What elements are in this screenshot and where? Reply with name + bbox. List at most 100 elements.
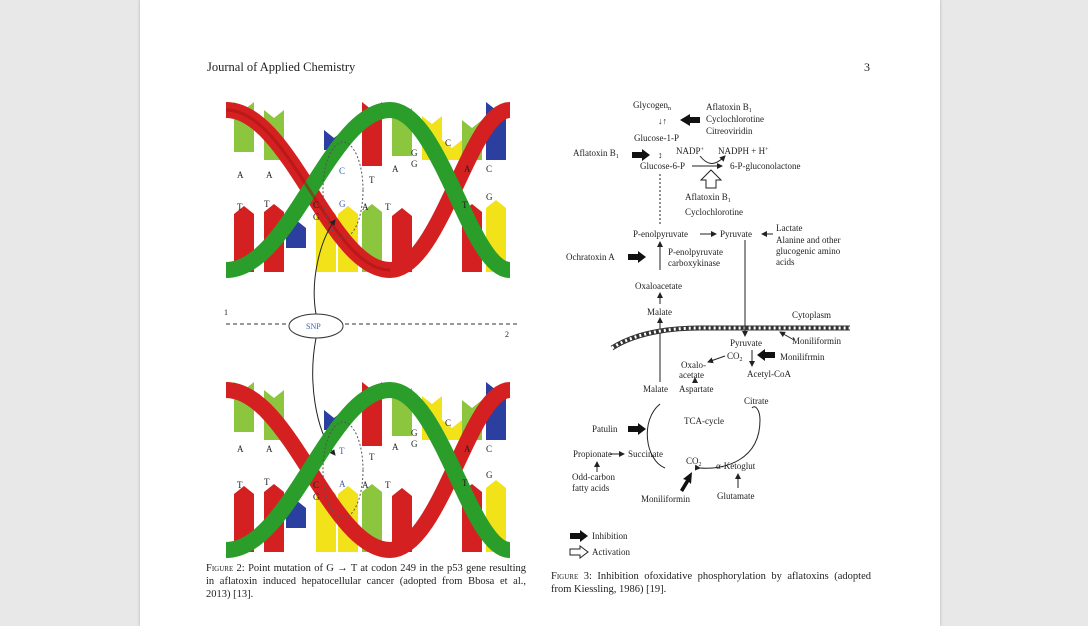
- label-moniliformin-top: Moniliformin: [792, 336, 841, 346]
- label-citrate: Citrate: [744, 396, 769, 406]
- figure-2-caption-text: Point mutation of G → T at codon 249 in …: [206, 563, 526, 600]
- label-ketoglut: α-Ketoglut: [716, 461, 756, 471]
- label-pepck-2: carboxykinase: [668, 258, 720, 268]
- top-base-lower-2: C: [313, 200, 319, 210]
- inhibition-arrow-6: [680, 472, 692, 492]
- label-co2-a: CO2: [727, 351, 743, 363]
- label-oddcarbon-2: fatty acids: [572, 483, 610, 493]
- top-base-lower-0: T: [237, 202, 243, 212]
- top-base-upper-4: A: [392, 164, 399, 174]
- label-oxalo-1: Oxalo-: [681, 360, 706, 370]
- bottom-base-upper-4: A: [392, 442, 399, 452]
- inhibition-arrow-3: [628, 251, 646, 263]
- inhibition-arrow-4: [757, 349, 775, 361]
- top-base-lower-7: T: [462, 200, 468, 210]
- label-propionate: Propionate: [573, 449, 612, 459]
- label-cyclochlorotine-top: Cyclochlorotine: [706, 114, 764, 124]
- inhibition-arrow-5: [628, 423, 646, 435]
- label-acids: acids: [776, 257, 795, 267]
- label-oxaloacetate-top: Oxaloacetate: [635, 281, 682, 291]
- bottom-base-lower-5: A: [362, 480, 369, 490]
- top-base-lower-4: G: [339, 199, 346, 209]
- bottom-base-upper-0: A: [237, 444, 244, 454]
- bottom-base-lower-6: T: [385, 480, 391, 490]
- legend-activation: Activation: [592, 547, 630, 557]
- top-base-lower-3: G: [313, 212, 320, 222]
- bottom-base-lower-2: C: [313, 480, 319, 490]
- bottom-base-upper-8: A: [464, 444, 471, 454]
- label-ochratoxin: Ochratoxin A: [566, 252, 615, 262]
- label-pyruvate-top: Pyruvate: [720, 229, 752, 239]
- top-base-upper-1: A: [266, 170, 273, 180]
- bottom-base-lower-3: G: [313, 492, 320, 502]
- top-base-lower-6: T: [385, 202, 391, 212]
- label-glutamate: Glutamate: [717, 491, 755, 501]
- label-malate-mito: Malate: [643, 384, 668, 394]
- label-nadph: NADPH + H+: [718, 146, 769, 156]
- svg-text:↓↑: ↓↑: [658, 116, 667, 126]
- label-nadp: NADP+: [676, 146, 705, 156]
- bottom-base-upper-1: A: [266, 444, 273, 454]
- mitochondrial-membrane: [610, 325, 850, 351]
- top-base-lower-1: T: [264, 199, 270, 209]
- bottom-base-upper-9: C: [486, 444, 492, 454]
- label-tca-cycle: TCA-cycle: [684, 416, 724, 426]
- figure-3-pathway: Glycogenn ↓↑ Aflatoxin B1 Cyclochlorotin…: [566, 100, 850, 559]
- bottom-base-lower-8: G: [486, 470, 493, 480]
- legend-inhibition-icon: [570, 530, 588, 542]
- dna-top-helix: A A C T A G G C A C T T C G G A T T G: [225, 101, 512, 279]
- dna-strand-green-bottom: [225, 381, 512, 558]
- bottom-base-upper-7: C: [445, 418, 451, 428]
- label-moniliformin-bottom: Moniliformin: [641, 494, 690, 504]
- label-aflatoxin-top: Aflatoxin B1: [706, 102, 752, 114]
- label-succinate: Succinate: [628, 449, 663, 459]
- label-glucogenic: glucogenic amino: [776, 246, 841, 256]
- figure-2-dna: A A C T A G G C A C T T C G G A T T G: [224, 101, 518, 559]
- line-label-1: 1: [224, 308, 228, 317]
- label-cyclochlorotine-mid: Cyclochlorotine: [685, 207, 743, 217]
- top-base-lower-5: A: [362, 202, 369, 212]
- svg-text:↕: ↕: [658, 150, 663, 160]
- bottom-base-lower-0: T: [237, 480, 243, 490]
- top-base-upper-0: A: [237, 170, 244, 180]
- top-base-upper-3: T: [369, 175, 375, 185]
- label-pep: P-enolpyruvate: [633, 229, 688, 239]
- label-aspartate: Aspartate: [679, 384, 713, 394]
- label-oddcarbon-1: Odd-carbon: [572, 472, 615, 482]
- top-base-upper-9: C: [486, 164, 492, 174]
- label-alanine: Alanine and other: [776, 235, 840, 245]
- inhibition-arrow-2: [632, 149, 650, 161]
- top-base-lower-8: G: [486, 192, 493, 202]
- label-aflatoxin-left: Aflatoxin B1: [573, 148, 619, 160]
- label-monilifrmin: Monilifrmin: [780, 352, 825, 362]
- dna-bottom-helix: A A T T A G G C A C T T C G A A T T G: [225, 381, 512, 559]
- top-base-upper-5: G: [411, 148, 418, 158]
- bottom-base-upper-3: T: [369, 452, 375, 462]
- bottom-base-upper-2: T: [339, 446, 345, 456]
- activation-arrow-1: [699, 169, 723, 189]
- label-malate-top: Malate: [647, 307, 672, 317]
- snp-label: SNP: [306, 322, 321, 331]
- legend-inhibition: Inhibition: [592, 531, 628, 541]
- label-glycogen: Glycogenn: [633, 100, 671, 112]
- top-base-upper-8: A: [464, 164, 471, 174]
- figures-canvas: A A C T A G G C A C T T C G G A T T G: [224, 100, 850, 559]
- figure-3-caption: Figure 3: Inhibition ofoxidative phospho…: [551, 570, 871, 596]
- top-base-upper-7: C: [445, 138, 451, 148]
- label-glucose1p: Glucose-1-P: [634, 133, 679, 143]
- line-label-2: 2: [505, 330, 509, 339]
- top-base-upper-2: C: [339, 166, 345, 176]
- journal-title: Journal of Applied Chemistry: [207, 60, 356, 74]
- label-gluconolactone: 6-P-gluconolactone: [730, 161, 800, 171]
- bottom-base-lower-4: A: [339, 479, 346, 489]
- top-base-upper-6: G: [411, 159, 418, 169]
- inhibition-arrow-1: [680, 114, 700, 126]
- label-acetylcoa: Acetyl-CoA: [747, 369, 791, 379]
- bottom-base-lower-1: T: [264, 477, 270, 487]
- bottom-base-upper-6: G: [411, 439, 418, 449]
- label-glucose6p: Glucose-6-P: [640, 161, 685, 171]
- label-aflatoxin-mid: Aflatoxin B1: [685, 192, 731, 204]
- journal-page: Journal of Applied Chemistry 3: [140, 0, 940, 626]
- figure-3-caption-text: Inhibition ofoxidative phosphorylation b…: [551, 571, 871, 595]
- bottom-base-lower-7: T: [462, 478, 468, 488]
